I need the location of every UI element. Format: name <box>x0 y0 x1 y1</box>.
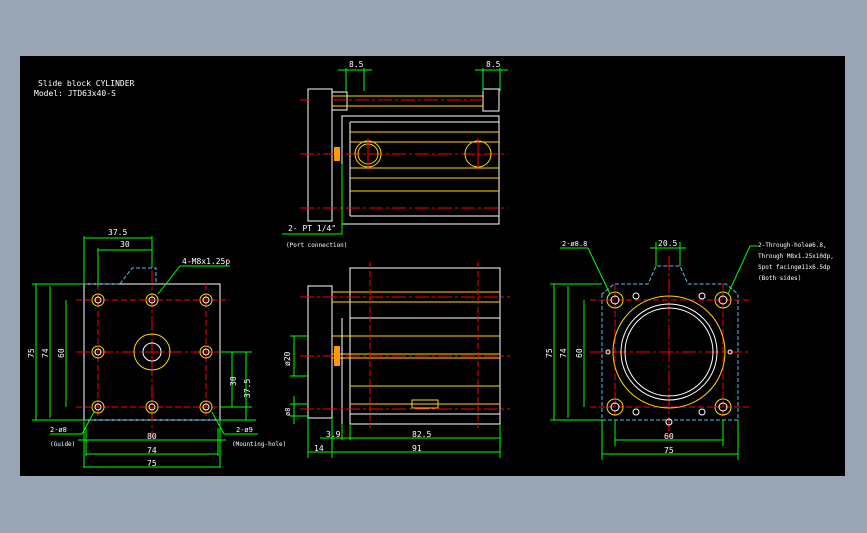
front-view-rod-outer <box>133 333 171 371</box>
dim-3-9: 3.9 <box>326 430 341 439</box>
dim-30-top: 30 <box>120 240 130 249</box>
guide-note: (Guide) <box>50 441 75 448</box>
title-line-1: Slide block CYLINDER <box>38 79 135 88</box>
dim-30-right: 30 <box>229 376 238 386</box>
dim-80: 80 <box>147 432 157 441</box>
rear-view: 20.5 2-ø8.8 2-Through-holeø6.8, Through … <box>545 239 834 460</box>
tap-label: 4-M8x1.25p <box>182 257 230 266</box>
port-label: 2- PT 1/4" <box>288 224 336 233</box>
mount-note: (Mounting-hole) <box>232 441 286 448</box>
rear-note-3: Spot facingø11x6.5dp <box>758 264 831 271</box>
dim-d8: ø8 <box>284 408 292 416</box>
side-view-nameplate <box>411 399 439 409</box>
dim-d20: ø20 <box>283 351 292 366</box>
title-line-2: Model: JTD63x40-S <box>34 89 116 98</box>
dim-75-left: 75 <box>27 348 36 358</box>
dim-top-left: 8.5 <box>349 60 364 69</box>
rear-note-4: (Both sides) <box>758 275 801 282</box>
dim-74-left: 74 <box>41 348 50 358</box>
rear-view-bore-inner <box>620 303 718 401</box>
dim-74-bottom: 74 <box>147 446 157 455</box>
rear-dim-74-left: 74 <box>559 348 568 358</box>
rear-note-1: 2-Through-holeø6.8, <box>758 242 827 249</box>
guide-label: 2-ø8 <box>50 426 67 434</box>
rear-dim-60-bottom: 60 <box>664 432 674 441</box>
front-view: 37.5 30 4-M8x1.25p 75 74 60 30 37.5 2-ø8… <box>27 228 286 468</box>
side-view-body <box>349 267 501 425</box>
rear-note-2: Through M8x1.25x10dp, <box>758 253 834 260</box>
side-view: ø20 ø8 3.9 82.5 14 91 <box>283 262 510 458</box>
dim-75-bottom: 75 <box>147 459 157 468</box>
dim-20-5: 20.5 <box>658 239 677 248</box>
side-view-end-plate <box>307 285 333 419</box>
dim-37-5-top: 37.5 <box>108 228 127 237</box>
rear-dim-75-bottom: 75 <box>664 446 674 455</box>
dim-top-right: 8.5 <box>486 60 501 69</box>
dim-60-left: 60 <box>57 348 66 358</box>
top-view-end-cap <box>482 88 500 112</box>
rear-view-bore-outer <box>612 295 726 409</box>
front-view-rod-inner <box>142 342 162 362</box>
dim-14: 14 <box>314 444 324 453</box>
top-view-end-plate <box>307 88 333 222</box>
port-note: (Port connection) <box>286 242 347 249</box>
rear-view-outline <box>601 265 739 421</box>
rear-dim-60-left: 60 <box>575 348 584 358</box>
dim-82-5: 82.5 <box>412 430 431 439</box>
mount-label: 2-ø9 <box>236 426 253 434</box>
rear-hole-label: 2-ø8.8 <box>562 240 587 248</box>
top-view: 8.5 8.5 2- PT 1/4" (Port connection) <box>282 60 508 249</box>
dim-91: 91 <box>412 444 422 453</box>
top-view-rod-block <box>331 91 348 111</box>
cad-drawing: Slide block CYLINDER Model: JTD63x40-S 8… <box>27 60 834 468</box>
dim-37-5-right: 37.5 <box>243 379 252 398</box>
rear-dim-75-left: 75 <box>545 348 554 358</box>
cad-drawing-area: Slide block CYLINDER Model: JTD63x40-S 8… <box>20 56 845 476</box>
